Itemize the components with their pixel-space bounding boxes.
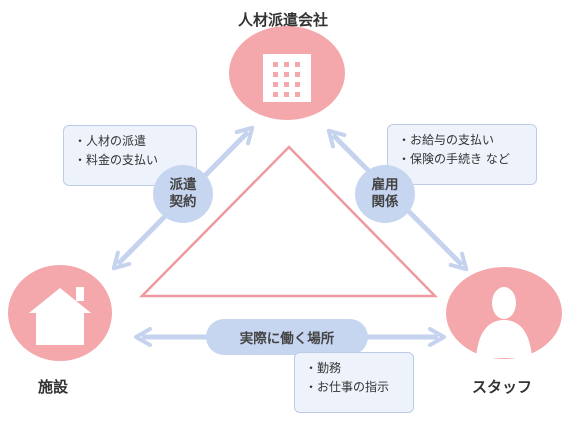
staff-node [446,267,562,359]
facility-node [8,265,112,361]
dispatch-contract-info-box: ・人材の派遣 ・料金の支払い [63,125,197,186]
facility-title: 施設 [38,378,69,396]
workplace-info-box: ・勤務 ・お仕事の指示 [294,352,414,413]
dispatch-contract-badge: 派遣 契約 [153,165,213,223]
agency-node [229,26,345,120]
employment-info-box: ・お給与の支払い ・保険の手続き など [387,124,537,185]
list-item: ・人材の派遣 [74,134,147,148]
list-item: ・保険の手続き など [398,152,510,166]
employment-badge: 雇用 関係 [355,165,415,223]
list-item: ・勤務 [305,361,342,375]
person-icon [476,287,532,358]
staff-title: スタッフ [472,378,533,396]
workplace-badge: 実際に働く場所 [206,319,368,355]
list-item: ・お仕事の指示 [305,380,390,394]
house-icon [29,287,91,345]
office-building-icon [263,54,311,102]
list-item: ・お給与の支払い [398,133,495,147]
list-item: ・料金の支払い [74,153,159,167]
agency-title: 人材派遣会社 [238,11,329,29]
